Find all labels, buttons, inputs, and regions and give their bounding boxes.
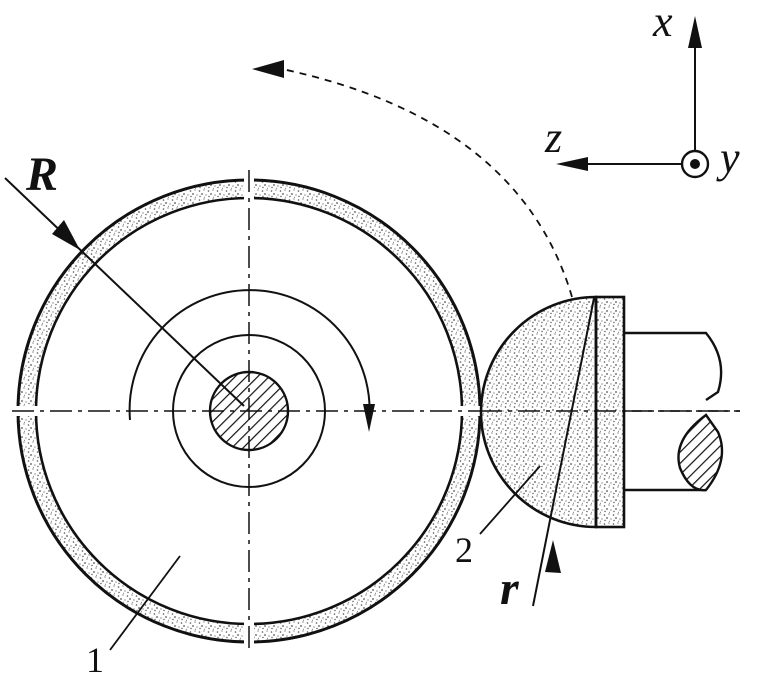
dressing-tool [479, 295, 740, 529]
tool-half-disk [479, 295, 598, 529]
radius-r-leader: r [500, 297, 595, 615]
centerlines [12, 170, 740, 648]
tool-plate [594, 295, 626, 529]
swing-path [252, 60, 573, 298]
label-part-1: 1 [86, 640, 104, 679]
R-leader-line [4, 177, 245, 407]
radius-R-leader: R [4, 148, 245, 407]
holder-break-section [677, 413, 724, 492]
label-x-axis: x [652, 0, 673, 46]
leader-part-1 [109, 555, 181, 651]
label-z-axis: z [544, 113, 562, 162]
swing-dashed-arc [281, 68, 573, 298]
label-R: R [25, 148, 58, 201]
label-y-axis: y [716, 133, 740, 182]
r-leader-line [532, 297, 595, 607]
z-axis-arrowhead [556, 157, 588, 171]
label-r: r [500, 562, 520, 615]
leader-part-2 [479, 465, 541, 535]
rotation-arc [128, 289, 371, 423]
R-leader-arrowhead [52, 220, 80, 250]
holder-upper-contour [624, 331, 723, 401]
coordinate-axes: x y z [544, 0, 740, 182]
label-part-2: 2 [455, 530, 473, 570]
r-leader-arrowhead [545, 540, 561, 573]
part-labels: 1 2 [86, 465, 541, 680]
swing-arrowhead [252, 60, 284, 78]
y-axis-dot-icon [690, 159, 700, 169]
x-axis-arrowhead [688, 16, 702, 48]
